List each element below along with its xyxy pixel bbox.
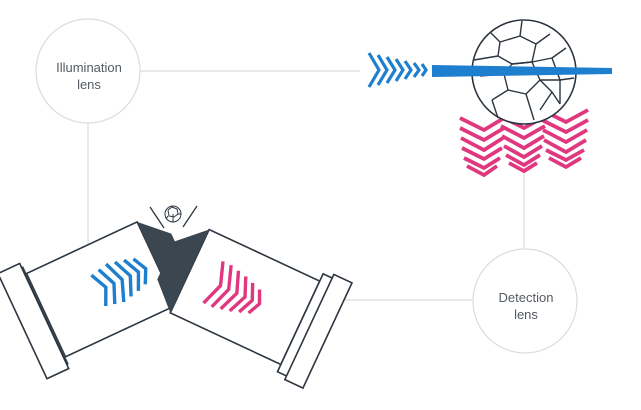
detection-lens-label-2: lens (514, 307, 538, 322)
illumination-lens-label-2: lens (77, 77, 101, 92)
detection-lens-node: Detection lens (472, 248, 578, 354)
small-specimen-icon (164, 205, 182, 223)
illumination-lens-label-1: Illumination (56, 60, 122, 75)
light-sheet-line (432, 65, 612, 77)
emission-chevrons-icon (459, 104, 589, 178)
illumination-beam-icon (367, 52, 428, 88)
detection-lens-label-1: Detection (499, 290, 554, 305)
detection-objective-icon (157, 228, 354, 390)
illumination-lens-node: Illumination lens (35, 18, 141, 124)
objective-gap-lines (149, 205, 198, 229)
illumination-objective-icon (0, 220, 190, 380)
